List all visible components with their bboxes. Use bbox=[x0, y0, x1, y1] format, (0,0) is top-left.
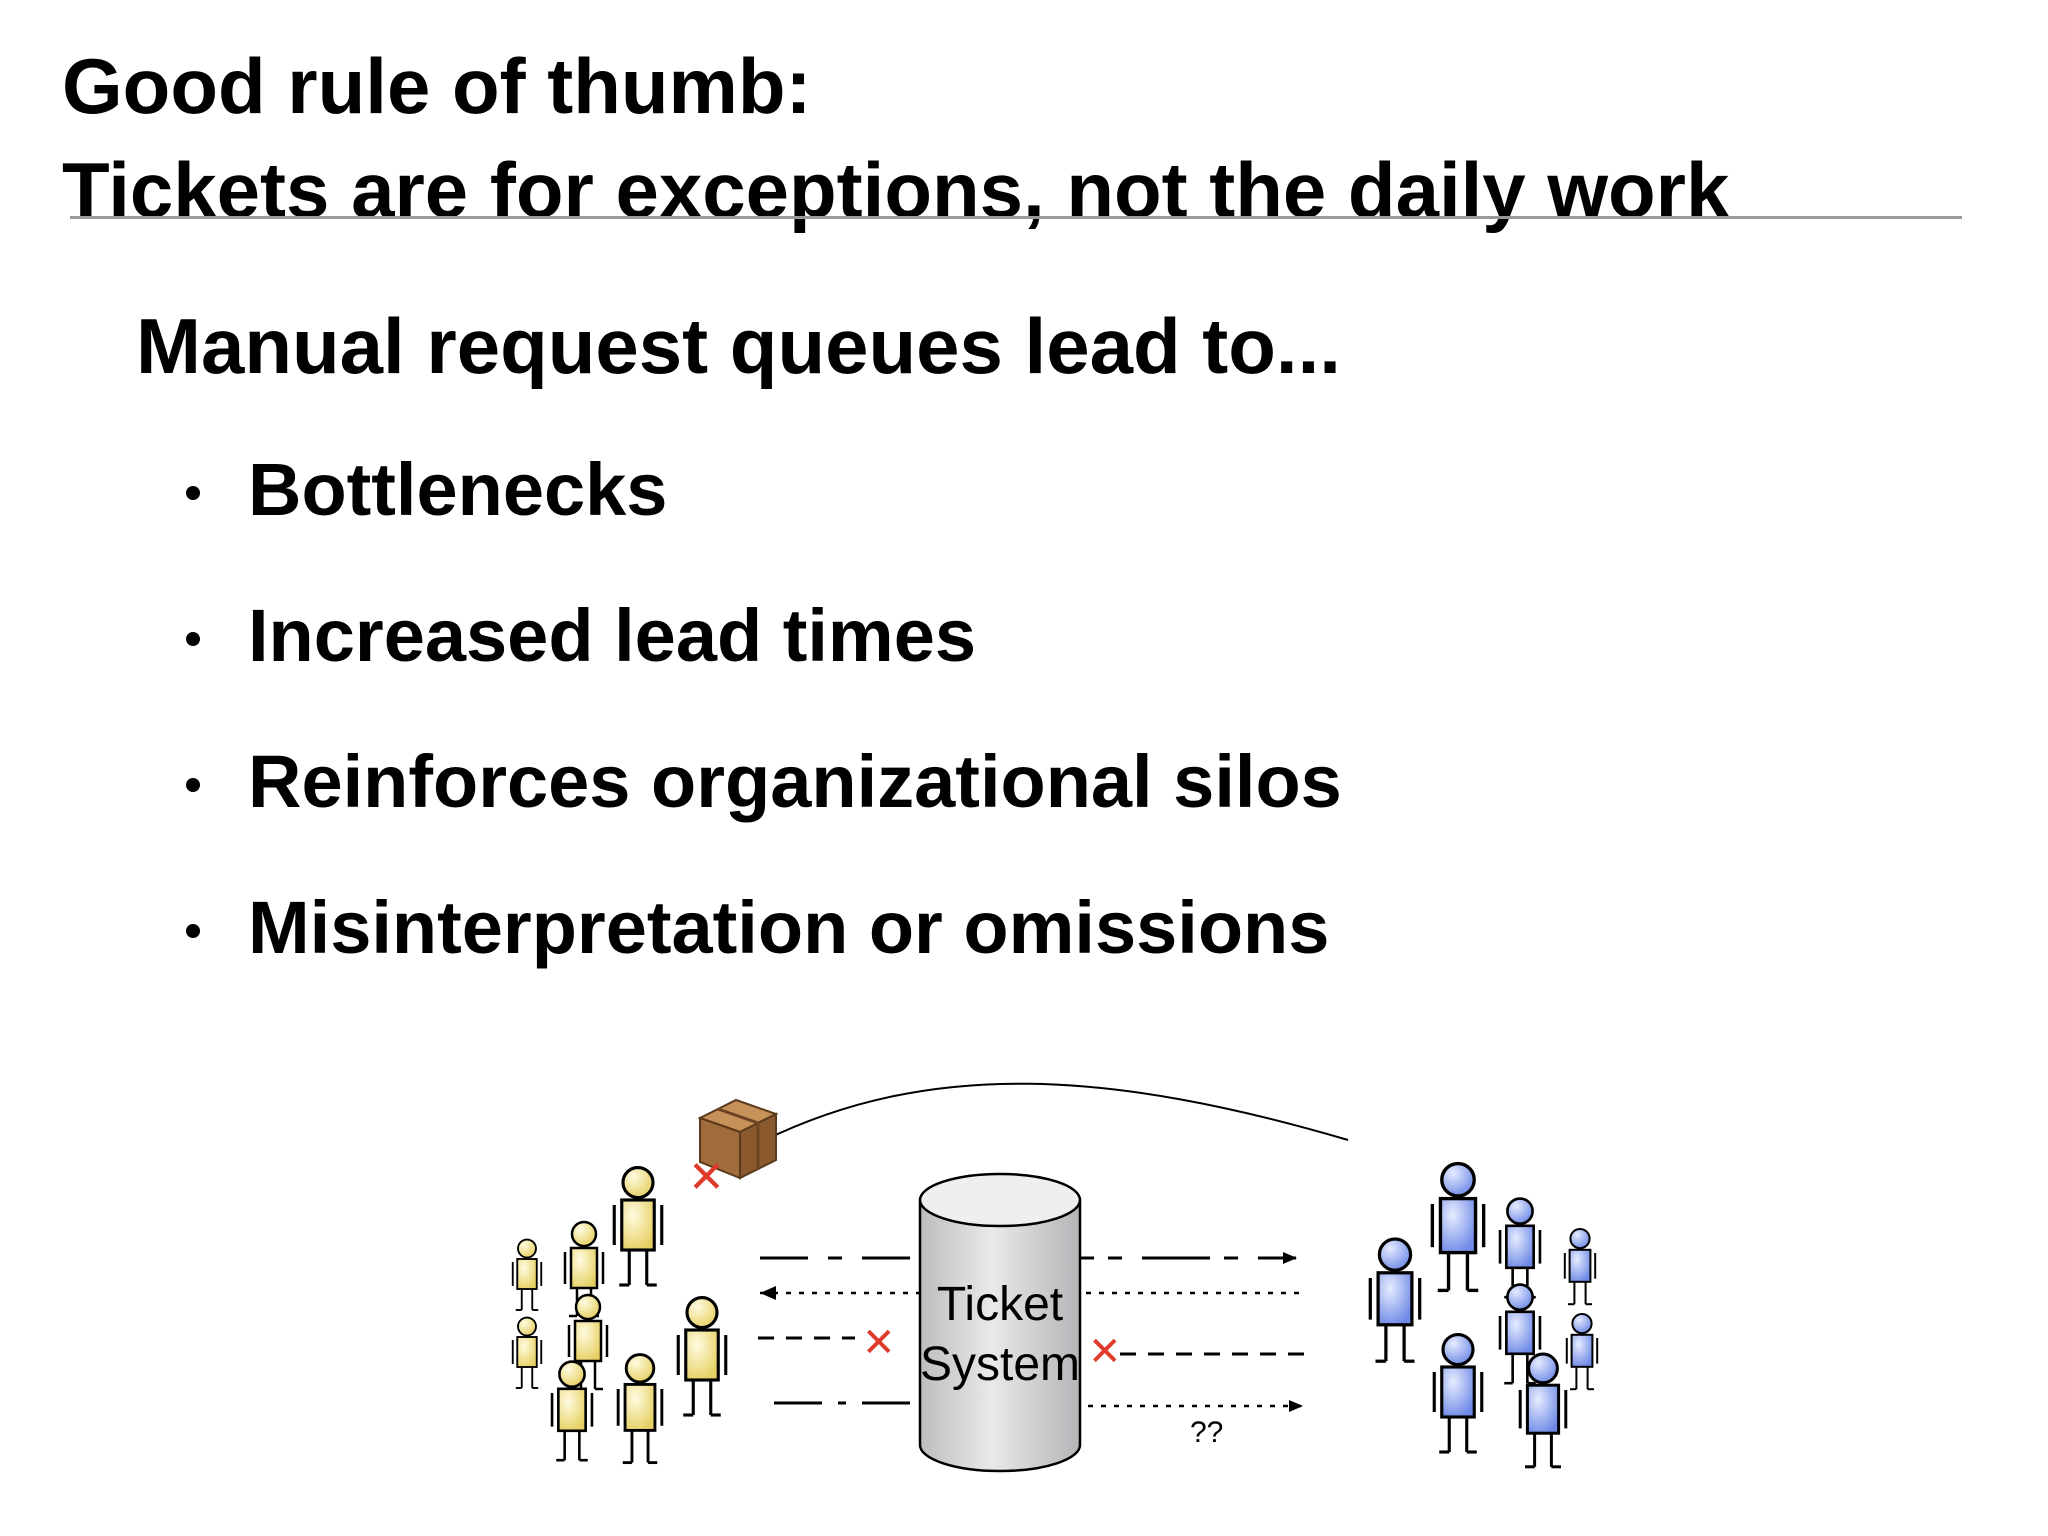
ticket-system-label-2: System bbox=[920, 1338, 1080, 1391]
bullet-item: Increased lead times bbox=[186, 586, 1342, 732]
bullet-text: Misinterpretation or omissions bbox=[248, 886, 1330, 969]
bullet-text: Bottlenecks bbox=[248, 448, 668, 531]
slide-title: Good rule of thumb: Tickets are for exce… bbox=[62, 34, 1962, 242]
diagram-canvas: ✕ ✕ Ticket System ✕ ?? bbox=[511, 1082, 1599, 1473]
bullet-dot-icon bbox=[186, 486, 200, 500]
error-x-icon: ✕ bbox=[688, 1153, 725, 1202]
title-line-2: Tickets are for exceptions, not the dail… bbox=[62, 146, 1730, 234]
title-divider bbox=[70, 216, 1962, 219]
slide-subtitle: Manual request queues lead to... bbox=[136, 302, 1341, 390]
bullet-dot-icon bbox=[186, 924, 200, 938]
bullet-item: Reinforces organizational silos bbox=[186, 732, 1342, 878]
ticket-system-diagram: ✕ ✕ Ticket System ✕ ?? bbox=[490, 1040, 1620, 1510]
handoff-curve bbox=[764, 1082, 1349, 1141]
error-x-icon: ✕ bbox=[1088, 1330, 1122, 1374]
bullet-text: Reinforces organizational silos bbox=[248, 740, 1342, 823]
database-cylinder-icon: Ticket System bbox=[918, 1172, 1082, 1473]
package-box-icon bbox=[697, 1098, 779, 1180]
bullet-item: Bottlenecks bbox=[186, 440, 1342, 586]
bullet-dot-icon bbox=[186, 632, 200, 646]
left-team-people-group-icon bbox=[511, 1165, 728, 1465]
right-team-people-group-icon bbox=[1368, 1161, 1599, 1469]
title-line-1: Good rule of thumb: bbox=[62, 42, 812, 130]
bullet-list: Bottlenecks Increased lead times Reinfor… bbox=[186, 440, 1342, 1024]
bullet-item: Misinterpretation or omissions bbox=[186, 878, 1342, 1024]
error-x-icon: ✕ bbox=[862, 1321, 896, 1365]
bullet-dot-icon bbox=[186, 778, 200, 792]
bullet-text: Increased lead times bbox=[248, 594, 977, 677]
ticket-system-label-1: Ticket bbox=[937, 1278, 1063, 1331]
unknown-label: ?? bbox=[1190, 1416, 1223, 1449]
